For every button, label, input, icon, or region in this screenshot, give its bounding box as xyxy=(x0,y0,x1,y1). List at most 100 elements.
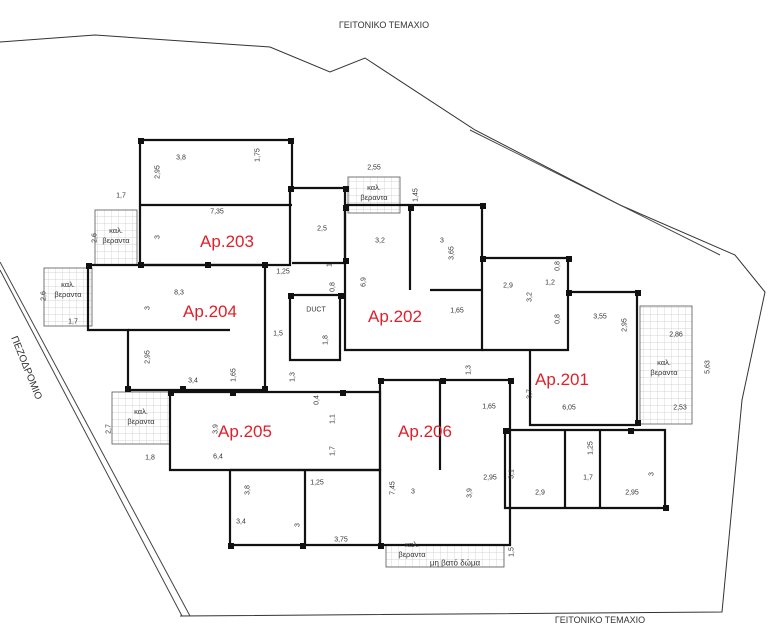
dimension-label: 3,65 xyxy=(448,246,456,260)
veranda-label-line: βεραντα xyxy=(127,417,155,426)
dimension-label: 2,9 xyxy=(503,282,513,290)
dimension-label: 3 xyxy=(144,306,152,310)
apartment-label-204: Ap.204 xyxy=(183,302,237,321)
veranda-label: καλ.βεραντα xyxy=(398,540,425,560)
dimension-label: 1,3 xyxy=(465,365,473,375)
dimension-label: 3 xyxy=(294,523,302,527)
apartment-label-202: Ap.202 xyxy=(368,307,422,326)
dimension-label: 2,9 xyxy=(535,489,545,497)
dimension-label: 1,3 xyxy=(289,372,297,382)
structural-column xyxy=(635,420,641,426)
structural-column xyxy=(338,293,344,299)
veranda-label-line: καλ. xyxy=(61,280,75,289)
veranda-area xyxy=(94,209,138,266)
dimension-label: 6,05 xyxy=(562,404,576,412)
structural-column xyxy=(566,256,572,262)
dimension-label: 3,9 xyxy=(212,424,220,434)
veranda-label-line: καλ. xyxy=(657,358,671,367)
dimension-label: 1,25 xyxy=(310,479,324,487)
veranda-label-line: καλ. xyxy=(134,407,148,416)
structural-column xyxy=(378,543,384,549)
structural-column xyxy=(343,258,349,264)
plot-boundary-inner xyxy=(469,129,721,256)
structural-column xyxy=(86,263,92,269)
dimension-label: 8,3 xyxy=(174,289,184,297)
dimension-label: 1,25 xyxy=(276,268,290,276)
dimension-label: 1,5 xyxy=(273,330,283,338)
structural-column xyxy=(480,203,486,209)
dimension-label: 1,65 xyxy=(450,307,464,315)
dimension-label: 2,7 xyxy=(105,424,113,434)
structural-column xyxy=(480,256,486,262)
veranda-label-line: βεραντα xyxy=(360,193,388,202)
veranda-area xyxy=(111,391,171,445)
dimension-label: 1,65 xyxy=(230,368,238,382)
dimension-label: 2,95 xyxy=(144,350,152,364)
dimension-label: 3 xyxy=(411,488,415,496)
sidewalk-line xyxy=(0,269,183,617)
veranda-label-line: καλ. xyxy=(405,540,419,549)
dimension-label: 3,7 xyxy=(526,389,534,399)
veranda-area xyxy=(639,305,693,425)
dimension-label: 3,8 xyxy=(244,485,252,495)
dimension-label: 0,8 xyxy=(554,261,562,271)
structural-column xyxy=(378,378,384,384)
apartment-label-203: Ap.203 xyxy=(200,232,254,251)
wall xyxy=(503,428,667,510)
dimension-label: 1,8 xyxy=(322,335,330,345)
structural-column xyxy=(125,386,131,392)
dimension-label: 1,75 xyxy=(254,148,262,162)
dimension-label: 3,75 xyxy=(334,536,348,544)
dimension-label: 2,95 xyxy=(621,318,629,332)
structural-column xyxy=(288,138,294,144)
structural-column xyxy=(343,205,349,211)
wall xyxy=(140,138,294,188)
veranda-label-line: βεραντα xyxy=(102,236,130,245)
dimension-label: 1,5 xyxy=(508,547,516,557)
structural-column xyxy=(138,262,144,268)
structural-column xyxy=(230,390,236,396)
structural-column xyxy=(205,262,211,268)
dimension-label: 3,1 xyxy=(508,469,516,479)
dimension-label: 3 xyxy=(648,472,656,476)
dimension-label: 2,6 xyxy=(91,233,99,243)
dimension-label: 2,53 xyxy=(673,404,687,412)
apartment-label-205: Ap.205 xyxy=(218,422,272,441)
veranda-label: καλ.βεραντα xyxy=(650,358,677,378)
dimension-label: 3,55 xyxy=(593,313,607,321)
dimension-label: 2,95 xyxy=(483,474,497,482)
veranda-label: καλ.βεραντα xyxy=(54,280,81,300)
dimension-label: 1,45 xyxy=(412,188,420,202)
dimension-label: 1,7 xyxy=(583,474,593,482)
dimension-label: 0,8 xyxy=(554,314,562,324)
dimension-label: 0,8 xyxy=(329,282,337,292)
structural-column xyxy=(408,205,414,211)
structural-column xyxy=(440,378,446,384)
veranda-area xyxy=(43,267,93,327)
dimension-label: 2,5 xyxy=(317,225,327,233)
veranda-label: καλ.βεραντα xyxy=(127,407,154,427)
structural-column xyxy=(228,543,234,549)
dimension-label: 1,7 xyxy=(116,192,126,200)
veranda-label-line: βεραντα xyxy=(650,368,678,377)
dimension-label: 3,2 xyxy=(526,292,534,302)
dimension-label: 3,9 xyxy=(466,488,474,498)
dimension-label: 2,95 xyxy=(154,165,162,179)
dimension-label: 2,86 xyxy=(669,331,683,339)
dimension-label: 1,25 xyxy=(587,441,595,455)
apartment-label-206: Ap.206 xyxy=(398,422,452,441)
structural-column xyxy=(262,386,268,392)
veranda-label-line: βεραντα xyxy=(398,550,426,559)
dimension-label: 6,9 xyxy=(360,277,368,287)
dimension-label: 1,8 xyxy=(145,454,155,462)
structural-column xyxy=(663,505,669,511)
dimension-label: 3,4 xyxy=(188,377,198,385)
structural-column xyxy=(340,390,346,396)
wall xyxy=(86,263,267,392)
structural-column xyxy=(168,390,174,396)
structural-column xyxy=(508,378,514,384)
dimension-label: 7,45 xyxy=(389,481,397,495)
structural-column xyxy=(566,290,572,296)
veranda-label-line: βεραντα xyxy=(54,290,82,299)
